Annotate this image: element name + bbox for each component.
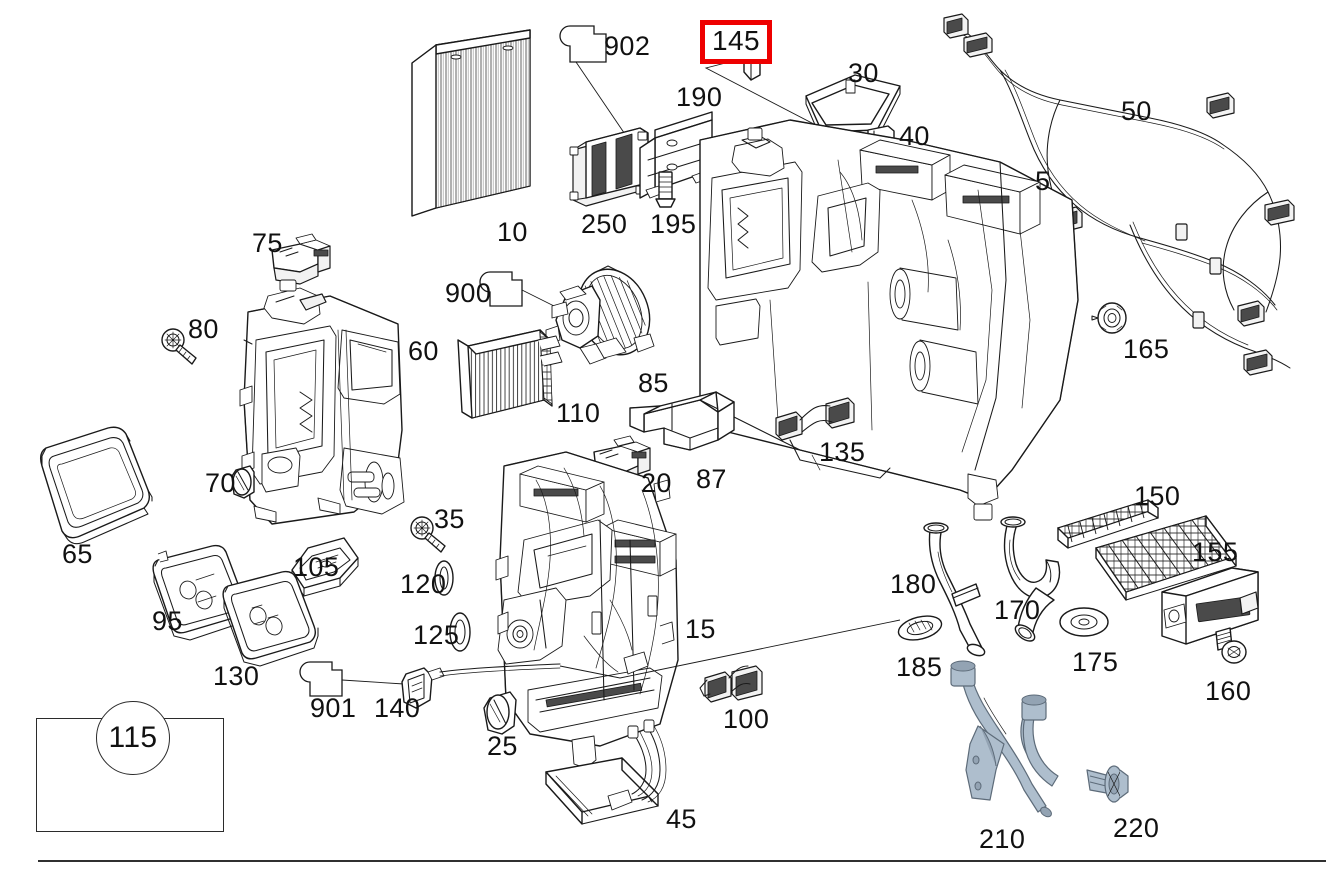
part-160-bolt (1215, 627, 1247, 664)
footer-divider-rule (38, 860, 1326, 862)
callout-130-seal-gasket-vent[interactable]: 130 (213, 661, 260, 691)
part-125-o-ring (449, 612, 471, 652)
callout-10-cabin-air-filter[interactable]: 10 (497, 217, 528, 247)
part-30-foam-seal (805, 74, 901, 142)
part-130-seal-gasket-vent (222, 570, 319, 667)
callout-125-o-ring[interactable]: 125 (413, 620, 460, 650)
callout-180-coolant-hose[interactable]: 180 (890, 569, 937, 599)
callout-145-retaining-clip[interactable]: 145 (700, 20, 772, 64)
callout-195-bolt[interactable]: 195 (650, 209, 697, 239)
callout-901-tag-901[interactable]: 901 (310, 693, 357, 723)
callout-160-bolt[interactable]: 160 (1205, 676, 1252, 706)
part-10-cabin-air-filter (411, 29, 531, 217)
part-250-control-module (569, 127, 649, 207)
callout-87-foam-insulation[interactable]: 87 (696, 464, 727, 494)
callout-5-hvac-housing-upper[interactable]: 5 (1035, 166, 1051, 196)
callout-65-seal-gasket-large[interactable]: 65 (62, 539, 93, 569)
callout-110-evaporator-core[interactable]: 110 (556, 398, 601, 428)
part-150-heater-grille (1057, 499, 1160, 549)
callout-150-heater-grille[interactable]: 150 (1134, 481, 1181, 511)
part-5-hvac-housing (699, 119, 1079, 521)
callout-190-bracket[interactable]: 190 (676, 82, 723, 112)
part-180-coolant-hose (923, 522, 986, 657)
callout-100-connector[interactable]: 100 (723, 704, 770, 734)
callout-900-tag-900[interactable]: 900 (445, 278, 492, 308)
part-155-ptc-heater (1095, 515, 1259, 645)
part-95-seal-gasket (152, 544, 249, 641)
callout-120-o-ring[interactable]: 120 (400, 569, 447, 599)
part-170-coolant-hose (1000, 516, 1061, 642)
callout-80-screw[interactable]: 80 (188, 314, 219, 344)
callout-250-control-module[interactable]: 250 (581, 209, 628, 239)
part-185-seal-ring (897, 615, 943, 641)
callout-40-clip[interactable]: 40 (899, 121, 930, 151)
callout-30-foam-seal[interactable]: 30 (848, 58, 879, 88)
callout-170-coolant-hose[interactable]: 170 (994, 595, 1041, 625)
part-120-o-ring (434, 560, 454, 596)
callout-60-hvac-case-half[interactable]: 60 (408, 336, 439, 366)
callout-15-hvac-unit-main[interactable]: 15 (685, 614, 716, 644)
callout-135-jumper-cable[interactable]: 135 (819, 437, 866, 467)
part-140-temperature-sensor (401, 619, 901, 709)
callout-20-actuator-motor[interactable]: 20 (641, 468, 672, 498)
part-70-plug-cap (231, 465, 255, 499)
part-210-refrigerant-pipe (950, 660, 1059, 818)
part-35-screw (410, 516, 446, 553)
part-87-foam-insulation (629, 391, 735, 451)
part-901-tag (299, 661, 405, 697)
callout-70-plug-cap[interactable]: 70 (205, 468, 236, 498)
part-15-hvac-unit-main (495, 451, 679, 769)
part-100-connector (699, 665, 763, 703)
callout-165-grommet[interactable]: 165 (1123, 334, 1170, 364)
callout-25-grommet-cap[interactable]: 25 (487, 731, 518, 761)
part-25-grommet-cap (483, 691, 517, 735)
callout-85-blower-motor[interactable]: 85 (638, 368, 669, 398)
part-165-grommet (1091, 302, 1127, 334)
callout-115-expansion-valve-kit[interactable]: 115 (96, 701, 170, 775)
callout-220-bolt[interactable]: 220 (1113, 813, 1160, 843)
part-105-air-duct (291, 537, 359, 597)
callout-95-seal-gasket-medium[interactable]: 95 (152, 606, 183, 636)
part-85-blower-motor (545, 265, 655, 365)
part-135-jumper-cable (775, 397, 855, 441)
callout-210-refrigerant-pipe[interactable]: 210 (979, 824, 1026, 854)
part-60-hvac-case-half (239, 279, 405, 525)
callout-185-seal-ring[interactable]: 185 (896, 652, 943, 682)
part-80-screw (161, 328, 197, 365)
callout-902-tag-902[interactable]: 902 (604, 31, 651, 61)
callout-75-actuator[interactable]: 75 (252, 228, 283, 258)
callout-140-temperature-sensor[interactable]: 140 (374, 693, 421, 723)
callout-105-air-duct-vent[interactable]: 105 (293, 552, 340, 582)
part-75-actuator (271, 233, 331, 285)
part-195-bolt (655, 171, 676, 208)
part-175-sealing-washer (1059, 607, 1109, 637)
callout-175-sealing-washer[interactable]: 175 (1072, 647, 1119, 677)
callout-50-wiring-harness[interactable]: 50 (1121, 96, 1152, 126)
part-45-heater-core (545, 719, 667, 825)
callout-155-ptc-auxiliary-heater[interactable]: 155 (1192, 537, 1239, 567)
part-110-evaporator (457, 329, 563, 419)
part-65-seal-gasket-large (39, 426, 153, 545)
part-220-bolt (1086, 765, 1129, 803)
callout-35-screw[interactable]: 35 (434, 504, 465, 534)
callout-45-heater-core[interactable]: 45 (666, 804, 697, 834)
